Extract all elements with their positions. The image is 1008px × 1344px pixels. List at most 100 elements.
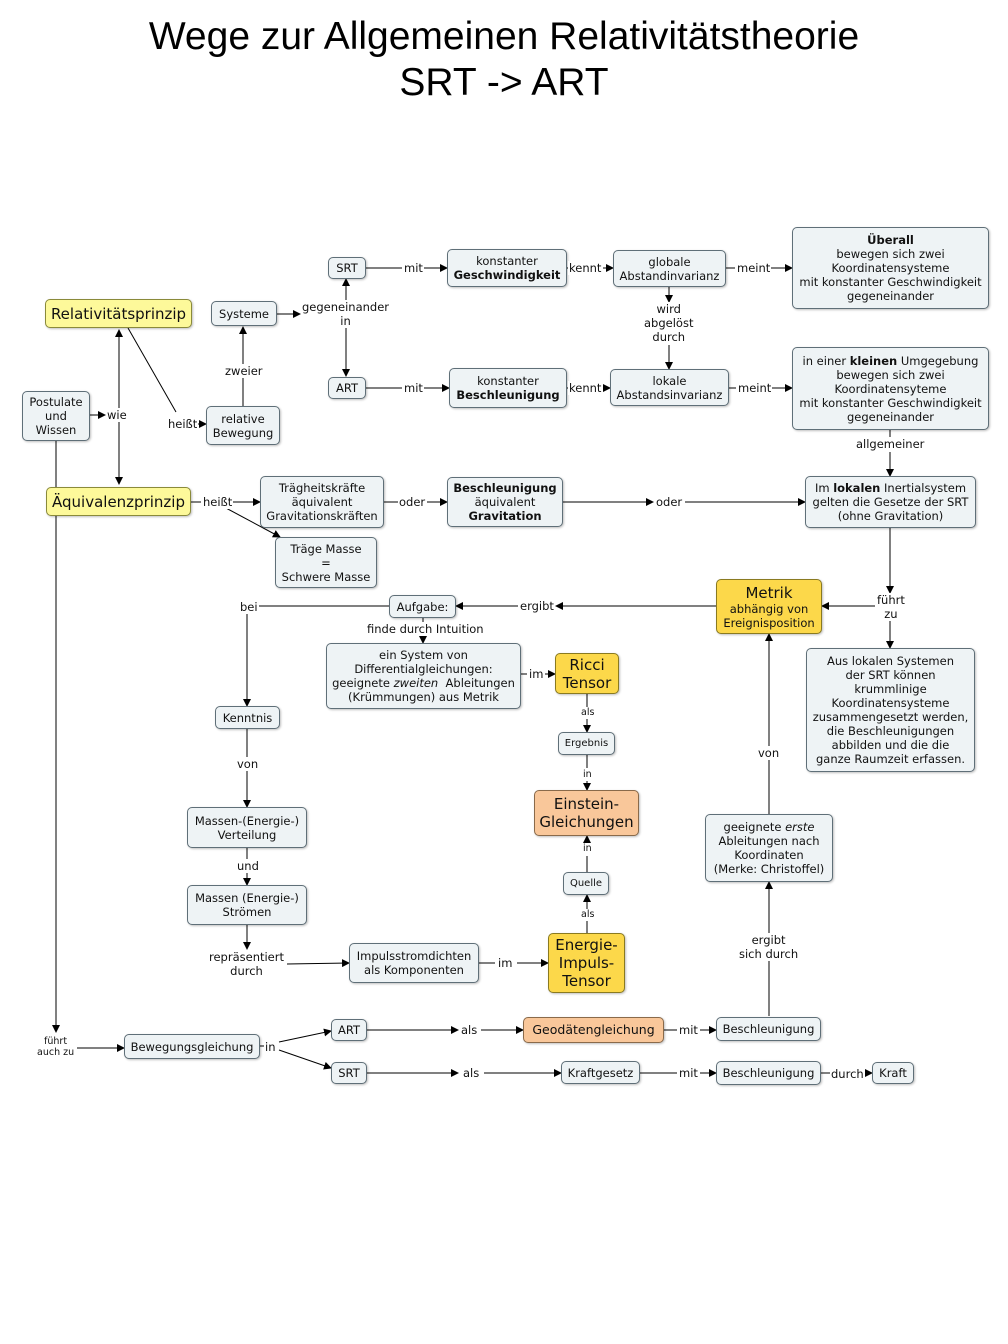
node-label: abhängig von xyxy=(729,601,809,616)
node-label: geeignete xyxy=(332,676,394,690)
node-konstanter-beschleunigung: konstanter Beschleunigung xyxy=(449,368,567,408)
node-srt-bottom: SRT xyxy=(331,1062,367,1084)
node-label: bewegen sich zwei xyxy=(836,247,945,261)
node-label: (ohne Gravitation) xyxy=(837,509,944,523)
node-label-line: Im lokalen Inertialsystem xyxy=(815,481,966,495)
link-label-text: in xyxy=(340,314,351,328)
link-label-mit-3: mit xyxy=(678,1023,699,1037)
node-kraft: Kraft xyxy=(872,1062,914,1084)
node-label: Tensor xyxy=(562,673,612,692)
link-label-text: durch xyxy=(230,964,263,978)
link-label-als-1: als xyxy=(580,707,596,718)
node-label: geeignete xyxy=(723,820,786,834)
link-label-als-3: als xyxy=(460,1023,479,1037)
node-label: Wissen xyxy=(35,423,77,437)
node-label: Massen-(Energie-) xyxy=(194,813,300,828)
link-label-text: wird xyxy=(656,302,681,316)
link-label-heisst-1: heißt xyxy=(167,417,199,431)
link-label-mit-2: mit xyxy=(403,381,424,395)
link-label-zweier: zweier xyxy=(224,364,264,378)
node-label: krummlinige xyxy=(854,682,927,696)
node-label: mit konstanter Geschwindigkeit xyxy=(799,395,982,410)
link-label-fuehrt-auch-zu: führt auch zu xyxy=(36,1036,76,1058)
node-label: äquivalent xyxy=(474,495,536,509)
node-label: relative xyxy=(221,411,265,426)
node-massen-verteilung: Massen-(Energie-) Verteilung xyxy=(187,807,307,848)
node-label: Strömen xyxy=(222,905,272,919)
node-label: Im xyxy=(814,481,834,495)
node-label: als Komponenten xyxy=(364,963,464,977)
node-aequivalenzprinzip: Äquivalenzprinzip xyxy=(46,487,191,516)
link-label-als-4: als xyxy=(462,1066,481,1080)
link-label-und: und xyxy=(236,859,260,873)
node-quelle: Quelle xyxy=(563,872,609,895)
node-label: Ereignisposition xyxy=(723,615,815,630)
node-bewegungsgleichung: Bewegungsgleichung xyxy=(124,1034,260,1059)
node-traegheitskraefte: Trägheitskräfte äquivalent Gravitationsk… xyxy=(260,476,384,528)
link-label-text: zu xyxy=(884,607,898,621)
link-label-durch: durch xyxy=(830,1067,865,1081)
node-label-line: in einer kleinen Umgegebung xyxy=(803,354,979,368)
link-label-von-2: von xyxy=(757,746,781,760)
link-label-ergibt-sich-durch: ergibt sich durch xyxy=(738,933,800,961)
node-label: Aufgabe: xyxy=(396,599,449,614)
node-label: Postulate xyxy=(29,395,83,409)
node-label: Abstandinvarianz xyxy=(619,268,720,283)
link-label-text: repräsentiert xyxy=(209,950,284,964)
node-ueberall: Überall bewegen sich zwei Koordinatensys… xyxy=(792,227,989,309)
node-label: = xyxy=(321,555,331,570)
link-label-bei: bei xyxy=(239,600,259,614)
node-label: Bewegung xyxy=(212,425,274,440)
link-label-text: führt xyxy=(44,1036,68,1047)
node-label: bewegen sich zwei xyxy=(836,367,945,382)
node-label: Äquivalenzprinzip xyxy=(52,492,185,511)
page-title-line-2: SRT -> ART xyxy=(399,61,609,104)
node-label: konstanter xyxy=(476,254,538,268)
node-label: und xyxy=(45,409,67,423)
node-label: Verteilung xyxy=(217,827,277,842)
node-label: ein System von xyxy=(379,648,468,662)
node-label-bold: Gravitation xyxy=(468,509,542,523)
link-label-text: abgelöst xyxy=(644,316,694,330)
link-label-text: ergibt xyxy=(751,933,786,947)
link-label-als-2: als xyxy=(580,909,596,920)
node-label: Ergebnis xyxy=(564,737,609,749)
node-label: Beschleunigung xyxy=(722,1066,815,1080)
node-label: gegeneinander xyxy=(846,409,935,424)
node-lokales-inertialsystem: Im lokalen Inertialsystem gelten die Ges… xyxy=(805,476,976,528)
node-label-bold: Überall xyxy=(867,233,914,247)
node-label-bold: Geschwindigkeit xyxy=(453,268,561,282)
node-kraftgesetz: Kraftgesetz xyxy=(561,1061,640,1084)
node-label: SRT xyxy=(336,261,358,275)
node-label: Kraftgesetz xyxy=(567,1065,634,1080)
node-label: Inertialsystem xyxy=(880,481,967,495)
node-label: ART xyxy=(335,381,359,395)
node-label-bold: lokalen xyxy=(833,481,881,495)
node-relative-bewegung: relative Bewegung xyxy=(206,406,280,445)
link-label-wird-abgeloest: wird abgelöst durch xyxy=(643,302,695,344)
link-label-im-1: im xyxy=(528,667,545,681)
node-beschleunigung-srt: Beschleunigung xyxy=(716,1061,821,1085)
link-label-gegeneinander: gegeneinander in xyxy=(301,300,391,328)
node-kleine-umgebung: in einer kleinen Umgegebung bewegen sich… xyxy=(792,347,989,430)
link-label-text: durch xyxy=(652,330,686,344)
node-label-line: geeignete zweiten Ableitungen xyxy=(332,676,515,690)
link-label-meint-1: meint xyxy=(736,261,772,275)
link-label-mit-1: mit xyxy=(403,261,424,275)
link-label-oder-2: oder xyxy=(655,495,684,509)
link-label-repraesentiert-durch: repräsentiert durch xyxy=(208,950,285,978)
node-art-top: ART xyxy=(328,377,366,399)
node-impulsstromdichten: Impulsstromdichten als Komponenten xyxy=(349,943,479,983)
node-label: Energie- xyxy=(555,936,618,954)
link-label-in-3: in xyxy=(264,1040,277,1054)
node-label: Abstandsinvarianz xyxy=(616,387,723,402)
node-beschleunigung-art: Beschleunigung xyxy=(716,1017,821,1041)
node-label: Ableitungen nach xyxy=(718,834,820,848)
node-label: der SRT können xyxy=(845,668,936,682)
node-label-line: geeignete erste xyxy=(724,820,815,834)
node-label: Relativitätsprinzip xyxy=(50,304,187,323)
node-postulate-und-wissen: Postulate und Wissen xyxy=(22,391,90,441)
node-label-bold: kleinen xyxy=(849,353,898,368)
node-label: in einer xyxy=(802,353,850,368)
